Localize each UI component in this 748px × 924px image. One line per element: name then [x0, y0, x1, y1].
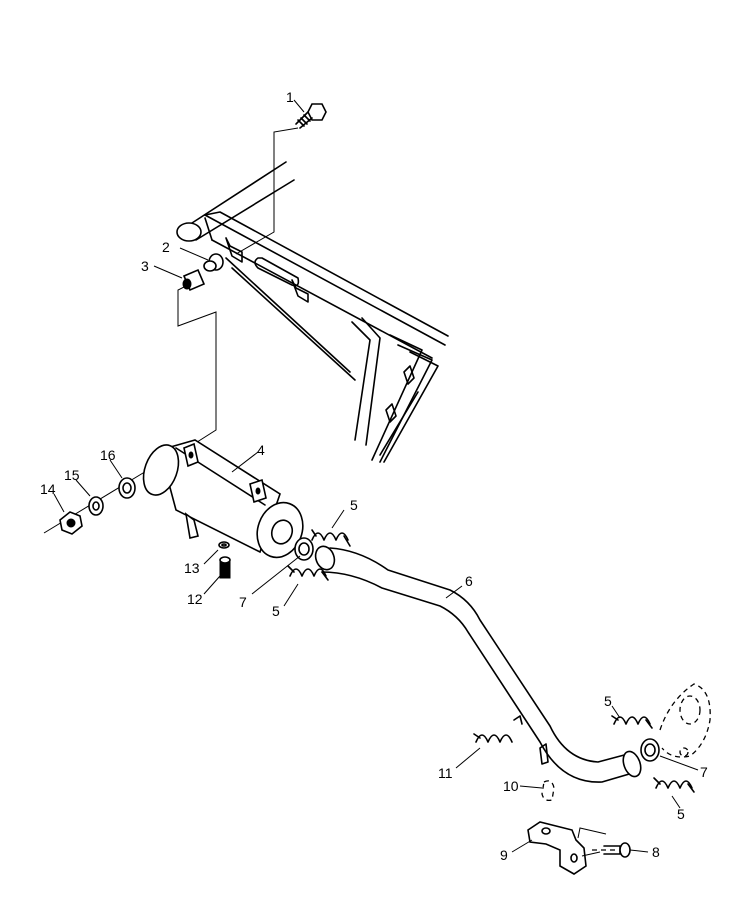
- callout-1: 1: [286, 89, 294, 105]
- callout-11: 11: [438, 765, 453, 781]
- callout-8: 8: [652, 844, 660, 860]
- part-13-washer: [218, 541, 230, 549]
- frame-assembly: [176, 161, 449, 463]
- callout-7-right: 7: [700, 764, 708, 780]
- callout-14: 14: [40, 481, 56, 497]
- part-7-gasket-left: [294, 537, 314, 561]
- callout-5-upper-right: 5: [604, 693, 612, 709]
- callout-4: 4: [257, 442, 265, 458]
- callout-5-lower-right: 5: [677, 806, 685, 822]
- callout-13: 13: [184, 560, 200, 576]
- part-1-bolt: [295, 103, 327, 129]
- part-5-spring-upper-right: [611, 715, 653, 729]
- callout-leaders: [53, 99, 699, 853]
- callout-12: 12: [187, 591, 203, 607]
- part-5-spring-upper-left: [311, 529, 351, 547]
- callout-15: 15: [64, 467, 80, 483]
- callout-16: 16: [100, 447, 116, 463]
- callout-6: 6: [465, 573, 473, 589]
- part-11-spring: [473, 733, 513, 743]
- callout-5-lower-left: 5: [272, 603, 280, 619]
- part-15-lock-washer: [88, 496, 104, 516]
- engine-exhaust-port-outline: [659, 683, 711, 758]
- callout-10: 10: [503, 778, 519, 794]
- part-2-grommet: [203, 253, 224, 272]
- callout-labels: 1 2 3 4 5 6 7 5 13 12 16 15 14 5 7 5 11 …: [40, 89, 708, 863]
- callout-3: 3: [141, 258, 149, 274]
- callout-7-left: 7: [239, 594, 247, 610]
- part-9-bracket: [527, 821, 607, 875]
- part-7-gasket-right: [640, 738, 660, 762]
- part-14-nut: [59, 511, 83, 535]
- part-5-spring-lower-left: [287, 565, 329, 581]
- part-6-head-pipe: [314, 545, 642, 783]
- part-10-clip: [541, 780, 555, 802]
- part-4-muffler: [142, 439, 304, 559]
- callout-5-upper-left: 5: [350, 497, 358, 513]
- callout-2: 2: [162, 239, 170, 255]
- part-5-spring-lower-right: [653, 777, 695, 793]
- part-12-screw: [219, 556, 231, 579]
- part-8-bolt: [592, 842, 631, 858]
- callout-9: 9: [500, 847, 508, 863]
- part-3-bushing: [182, 268, 206, 292]
- part-16-washer: [118, 477, 136, 499]
